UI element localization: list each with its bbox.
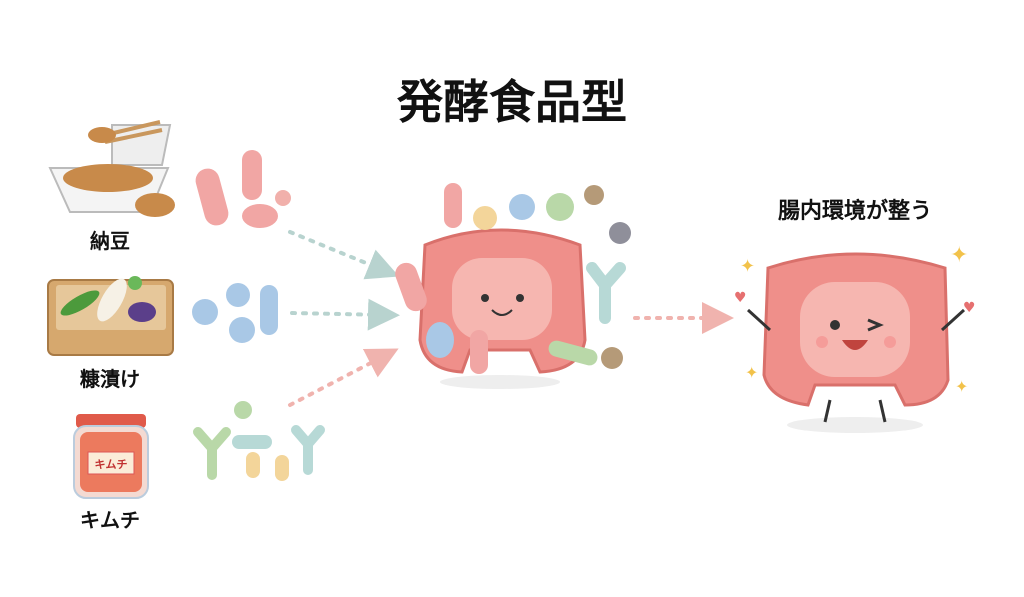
page-title: 発酵食品型 <box>397 75 627 129</box>
happy-gut-icon: ✦ ✦ ✦ ✦ ♥ ♥ <box>734 243 976 433</box>
nukazuke-icon <box>47 276 174 356</box>
bacteria-group-natto <box>195 150 291 228</box>
jar-label: キムチ <box>95 458 128 471</box>
svg-text:♥: ♥ <box>734 290 747 306</box>
svg-text:✦: ✦ <box>745 363 758 382</box>
result-label: 腸内環境が整う <box>778 198 932 224</box>
food-label-nukazuke: 糠漬け <box>79 367 140 391</box>
gut-with-bacteria-icon <box>395 183 631 389</box>
arrow-nukazuke <box>290 298 400 331</box>
bacteria-group-nukazuke <box>192 283 278 343</box>
svg-text:✦: ✦ <box>950 243 968 268</box>
natto-icon <box>48 120 175 217</box>
svg-text:✦: ✦ <box>955 377 968 396</box>
bacteria-group-kimchi <box>193 401 325 481</box>
food-label-natto: 納豆 <box>90 229 130 253</box>
svg-text:✦: ✦ <box>740 256 755 277</box>
food-label-kimchi: キムチ <box>80 508 140 532</box>
arrow-kimchi <box>288 348 399 407</box>
arrow-natto <box>288 230 400 280</box>
svg-text:♥: ♥ <box>963 300 976 316</box>
kimchi-jar-icon: キムチ <box>73 414 149 499</box>
